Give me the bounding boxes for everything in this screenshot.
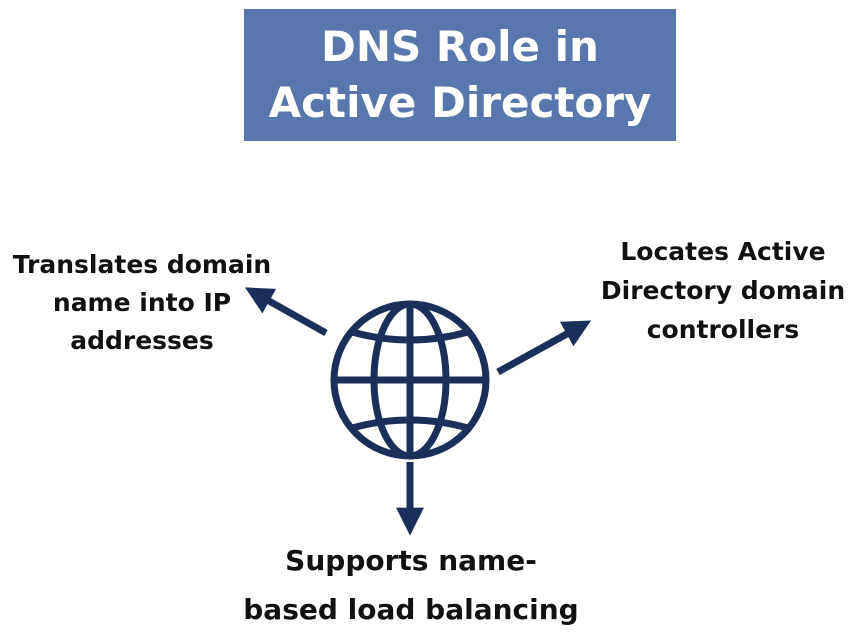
globe-icon bbox=[330, 300, 490, 460]
role-right-line-2: Directory domain bbox=[600, 276, 846, 305]
arrow-to-left-label bbox=[244, 287, 328, 337]
role-left-line-3: addresses bbox=[70, 326, 214, 355]
role-right-line-3: controllers bbox=[646, 315, 800, 344]
role-load-balancing: Supports name- based load balancing bbox=[236, 536, 586, 634]
role-bottom-line-1: Supports name- bbox=[285, 544, 537, 577]
role-translate-domain-name: Translates domain name into IP addresses bbox=[8, 246, 276, 360]
title-banner: DNS Role in Active Directory bbox=[244, 9, 676, 141]
role-bottom-line-2: based load balancing bbox=[243, 593, 579, 626]
role-left-line-2: name into IP bbox=[52, 288, 232, 317]
role-locate-domain-controllers: Locates Active Directory domain controll… bbox=[592, 232, 850, 349]
role-right-line-1: Locates Active bbox=[620, 237, 826, 266]
role-left-line-1: Translates domain bbox=[12, 250, 272, 279]
title-line-1: DNS Role in bbox=[321, 22, 599, 71]
arrow-to-right-label bbox=[496, 320, 592, 376]
title-line-2: Active Directory bbox=[268, 78, 652, 127]
